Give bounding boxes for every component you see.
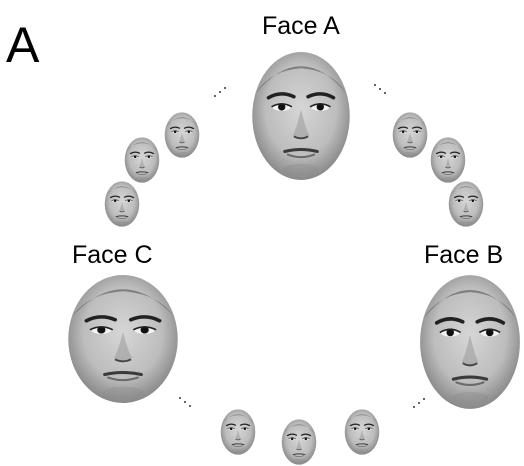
ellipsis-bottom-left	[178, 396, 194, 412]
ellipsis-top-right	[373, 82, 389, 98]
morph-face-c-a-3	[164, 111, 200, 159]
face-c-label: Face C	[72, 241, 153, 269]
morph-face-a-b-2	[430, 136, 466, 184]
ellipsis-bottom-right	[412, 396, 428, 412]
face-b-image	[418, 273, 522, 411]
morph-face-c-a-1	[104, 180, 140, 228]
face-a-label: Face A	[262, 12, 340, 40]
morph-face-c-b-3	[344, 408, 380, 456]
morph-face-a-b-3	[448, 180, 484, 228]
face-a-image	[250, 50, 352, 182]
morph-face-c-b-2	[281, 418, 317, 466]
panel-letter: A	[6, 17, 40, 73]
morph-face-a-b-1	[392, 111, 428, 159]
morph-face-c-b-1	[220, 408, 256, 456]
face-c-image	[66, 273, 180, 405]
face-b-label: Face B	[424, 241, 504, 269]
ellipsis-top-left	[213, 84, 229, 100]
morph-face-c-a-2	[124, 136, 160, 184]
